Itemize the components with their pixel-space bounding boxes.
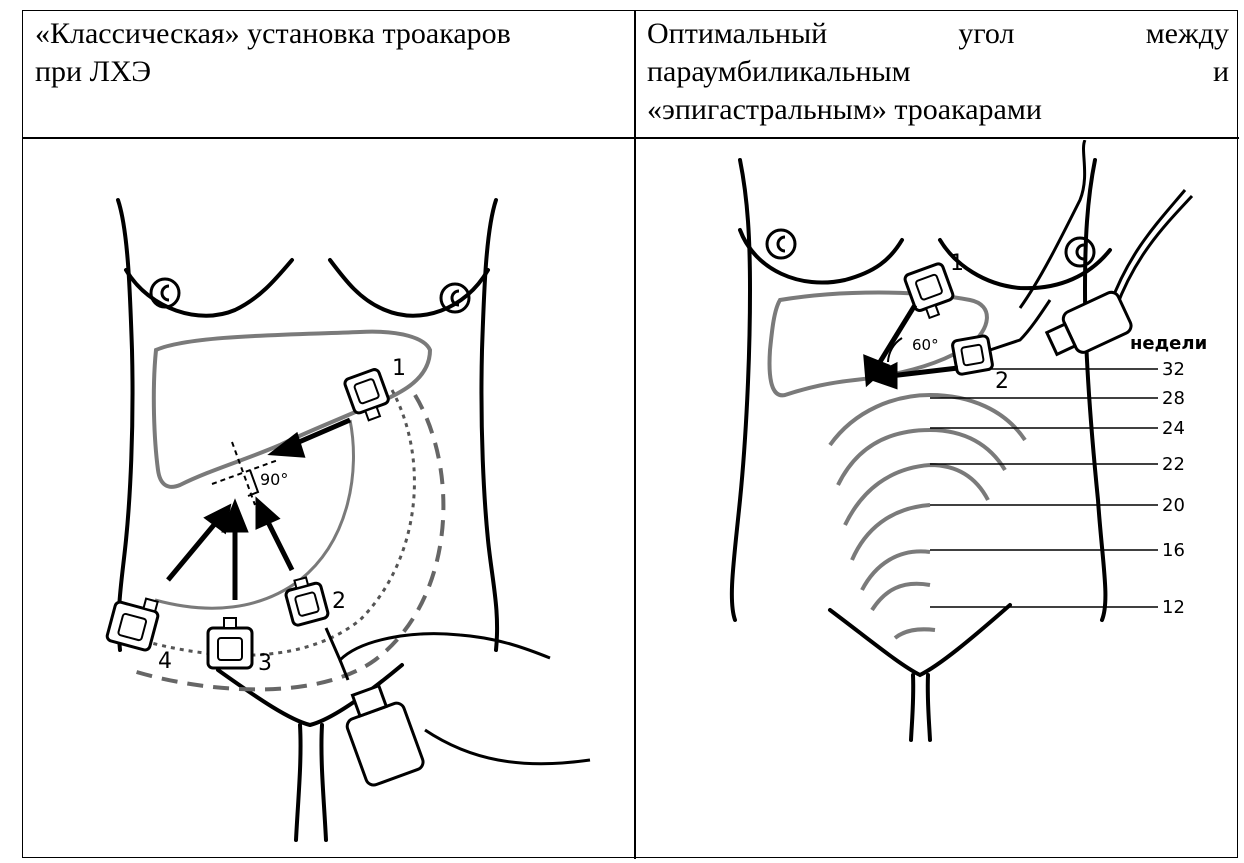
week-label: 28 [1162,388,1185,409]
nipple-icons [151,279,469,312]
port-label-2-right: 2 [995,369,1009,394]
direction-arrows [168,420,350,600]
right-header-word: Оптимальный [647,15,827,53]
right-header-word: параумбиликальным [647,53,911,91]
right-header-word: между [1146,15,1229,53]
trocar-port-2 [283,574,329,626]
weeks-title: недели [1130,333,1207,354]
week-label: 16 [1162,540,1185,561]
right-header-line3: «эпигастральным» троакарами [647,91,1229,129]
week-label: 12 [1162,597,1185,618]
right-figure-optimal-angle: недели 32 28 24 22 20 16 12 1 2 60° [640,140,1230,855]
header-divider [23,137,1239,139]
nipple-icons-right [767,230,1094,266]
week-label: 22 [1162,454,1185,475]
right-header-word: угол [958,15,1014,53]
trocar-port-3 [208,618,252,668]
week-label: 24 [1162,418,1185,439]
left-figure-classic-trocar-placement: 90° 1 2 3 [30,140,620,855]
right-header-cell: Оптимальный угол между параумбиликальным… [647,15,1229,129]
week-label: 32 [1162,359,1185,380]
port-label-1-right: 1 [950,251,964,276]
trocar-port-4 [106,591,161,651]
gray-arc [155,420,353,608]
dashed-arc [130,395,443,689]
right-header-line1: Оптимальный угол между [647,15,1229,53]
port-label-4: 4 [158,649,172,674]
port-label-2: 2 [332,589,346,614]
left-header-cell: «Классическая» установка троакаров при Л… [35,15,625,91]
right-header-word: и [1213,53,1229,91]
liver-outline [154,332,430,487]
angle-90-label: 90° [260,470,288,489]
week-leader-lines [930,369,1158,607]
dotted-arc [140,390,414,655]
torso-outline-right [732,160,1110,740]
bottle-icon [337,680,425,787]
port-label-3: 3 [258,651,272,676]
gestational-arcs [830,395,1025,638]
week-label: 20 [1162,495,1185,516]
port-label-1: 1 [392,356,406,381]
left-header-line1: «Классическая» установка троакаров [35,15,625,53]
left-header-line2: при ЛХЭ [35,53,625,91]
right-header-line2: параумбиликальным и [647,53,1229,91]
bottle-icon-right [1043,290,1134,364]
angle-60-label: 60° [912,336,939,354]
